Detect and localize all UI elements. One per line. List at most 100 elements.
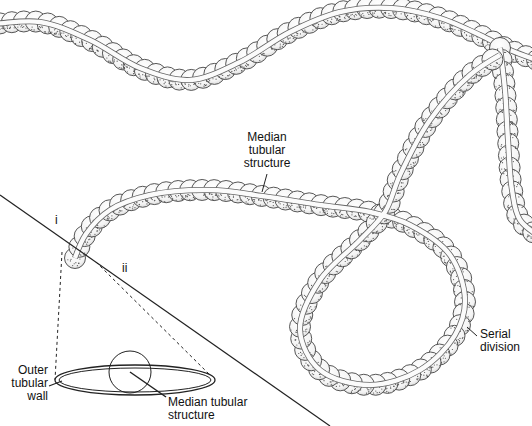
stipple-dot [417, 16, 418, 17]
stipple-dot [108, 61, 109, 62]
stipple-dot [517, 223, 518, 224]
stipple-dot [205, 85, 206, 86]
stipple-dot [296, 330, 297, 331]
stipple-dot [379, 392, 380, 393]
stipple-dot [32, 26, 33, 27]
stipple-dot [253, 60, 254, 61]
stipple-dot [90, 47, 91, 48]
stipple-dot [428, 246, 429, 247]
stipple-dot [465, 280, 466, 281]
stipple-dot [301, 355, 302, 356]
stipple-dot [224, 199, 225, 200]
stipple-dot [38, 29, 39, 30]
stipple-dot [188, 85, 189, 86]
stipple-dot [193, 84, 194, 85]
stipple-dot [294, 35, 295, 36]
stipple-dot [359, 215, 360, 216]
stipple-dot [159, 79, 160, 80]
stipple-dot [372, 12, 373, 13]
stipple-dot [503, 173, 504, 174]
stipple-dot [258, 200, 259, 201]
stipple-dot [510, 115, 511, 116]
stipple-dot [316, 207, 317, 208]
stipple-dot [185, 196, 186, 197]
stipple-dot [312, 25, 313, 26]
stipple-dot [411, 166, 412, 167]
stipple-dot [20, 26, 21, 27]
stipple-dot [235, 68, 236, 69]
stipple-dot [401, 182, 402, 183]
stipple-dot [245, 65, 246, 66]
stipple-dot [371, 218, 372, 219]
stipple-dot [522, 233, 523, 234]
stipple-dot [241, 70, 242, 71]
stipple-dot [462, 30, 463, 31]
stipple-dot [518, 204, 519, 205]
stipple-dot [375, 11, 376, 12]
stipple-dot [206, 196, 207, 197]
stipple-dot [303, 357, 304, 358]
stipple-dot [444, 259, 445, 260]
stipple-dot [119, 210, 120, 211]
stipple-dot [312, 29, 313, 30]
stipple-dot [296, 33, 297, 34]
stipple-dot [345, 261, 346, 262]
stipple-dot [417, 234, 418, 235]
stipple-dot [391, 209, 392, 210]
stipple-dot [367, 236, 368, 237]
stipple-dot [170, 195, 171, 196]
stipple-dot [331, 213, 332, 214]
stipple-dot [9, 28, 10, 29]
stipple-dot [397, 193, 398, 194]
stipple-dot [450, 271, 451, 272]
stipple-dot [371, 240, 372, 241]
stipple-dot [507, 74, 508, 75]
stipple-dot [481, 74, 482, 75]
stipple-dot [271, 49, 272, 50]
stipple-dot [138, 74, 139, 75]
stipple-dot [434, 364, 435, 365]
stipple-dot [513, 110, 514, 111]
stipple-dot [528, 62, 529, 63]
stipple-dot [455, 100, 456, 101]
stipple-dot [303, 331, 304, 332]
stipple-dot [319, 211, 320, 212]
stipple-dot [408, 232, 409, 233]
stipple-dot [374, 12, 375, 13]
stipple-dot [406, 230, 407, 231]
stipple-dot [111, 218, 112, 219]
stipple-dot [459, 286, 460, 287]
stipple-dot [472, 83, 473, 84]
stipple-dot [324, 210, 325, 211]
stipple-dot [298, 309, 299, 310]
stipple-dot [508, 207, 509, 208]
stipple-dot [288, 39, 289, 40]
stipple-dot [388, 392, 389, 393]
stipple-dot [455, 285, 456, 286]
stipple-dot [530, 236, 531, 237]
stipple-dot [300, 206, 301, 207]
stipple-dot [121, 68, 122, 69]
stipple-dot [97, 230, 98, 231]
stipple-dot [283, 44, 284, 45]
stipple-dot [305, 329, 306, 330]
stipple-dot [501, 111, 502, 112]
stipple-dot [431, 128, 432, 129]
stipple-dot [474, 78, 475, 79]
stipple-dot [431, 367, 432, 368]
stipple-dot [163, 79, 164, 80]
stipple-dot [514, 133, 515, 134]
stipple-dot [515, 148, 516, 149]
stipple-dot [467, 83, 468, 84]
stipple-dot [107, 218, 108, 219]
stipple-dot [363, 214, 364, 215]
section-mark: ii [122, 262, 138, 275]
stipple-dot [413, 162, 414, 163]
stipple-dot [154, 200, 155, 201]
stipple-dot [215, 194, 216, 195]
stipple-dot [511, 123, 512, 124]
stipple-dot [454, 327, 455, 328]
stipple-dot [329, 276, 330, 277]
stipple-dot [305, 296, 306, 297]
stipple-dot [279, 47, 280, 48]
